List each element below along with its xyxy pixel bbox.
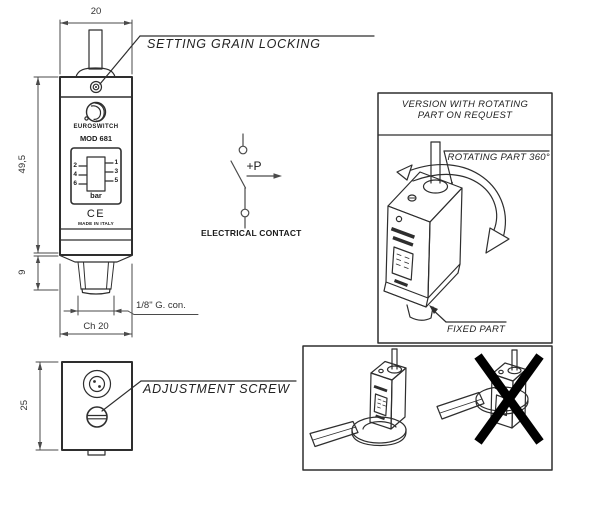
cross-out-x-icon xyxy=(474,353,544,445)
setting-grain-screw-icon xyxy=(89,80,103,94)
scale-left-value: 6 xyxy=(73,180,77,187)
scale-right-value: 5 xyxy=(114,177,119,184)
dim-hex-label: Ch 20 xyxy=(83,320,109,332)
pressure-direction-label: +P xyxy=(246,159,262,173)
connector-icon xyxy=(82,369,112,399)
wrench-head-icon xyxy=(351,416,407,444)
top-view-dimensions xyxy=(35,361,59,451)
thread-spec-label: 1/8" G. con. xyxy=(136,300,186,311)
wrench-handle-icon xyxy=(309,420,359,448)
scale-right-value: 1 xyxy=(114,159,119,166)
front-view-dimensions xyxy=(33,19,199,338)
dim-bottom-height-label: 25 xyxy=(18,399,30,411)
fixed-part-leader xyxy=(429,305,507,323)
fixed-part-label: FIXED PART xyxy=(447,323,506,335)
setting-callout-leader xyxy=(99,35,375,85)
dim-height-label: 49,5 xyxy=(16,154,28,174)
euroswitch-logo-icon xyxy=(84,101,107,123)
electrical-contact-caption: ELECTRICAL CONTACT xyxy=(201,227,302,238)
top-view-drawing xyxy=(61,361,297,456)
device-brand-label: EUROSWITCH xyxy=(73,123,119,130)
mounting-wrong-illustration xyxy=(436,349,544,445)
mounting-box xyxy=(302,345,553,471)
dim-width-label: 20 xyxy=(90,6,102,17)
device-origin-label: MADE IN ITALY xyxy=(78,220,114,226)
scale-right-value: 3 xyxy=(114,168,119,175)
adjustment-screw-icon xyxy=(86,406,108,428)
device-unit-label: bar xyxy=(90,190,102,200)
setting-grain-locking-label: SETTING GRAIN LOCKING xyxy=(147,37,321,51)
dim-thread-height-label: 9 xyxy=(16,269,28,275)
scale-left-value: 2 xyxy=(73,162,77,169)
scale-left-value: 4 xyxy=(73,171,77,178)
rotation-arrow-icon xyxy=(396,163,510,254)
device-model-label: MOD 681 xyxy=(79,133,113,143)
rotating-box-title-line1: VERSION WITH ROTATING xyxy=(401,98,529,110)
mounting-correct-illustration xyxy=(309,348,407,448)
rotating-part-label: ROTATING PART 360° xyxy=(447,152,550,163)
ce-mark: CE xyxy=(86,208,106,220)
isometric-device-rotating xyxy=(383,141,463,321)
front-view-drawing xyxy=(59,29,133,295)
electrical-contact-symbol-icon xyxy=(230,133,282,229)
adjustment-screw-label: ADJUSTMENT SCREW xyxy=(143,381,290,396)
rotating-box-title-line2: PART ON REQUEST xyxy=(417,109,513,121)
rotating-version-box xyxy=(377,92,553,344)
